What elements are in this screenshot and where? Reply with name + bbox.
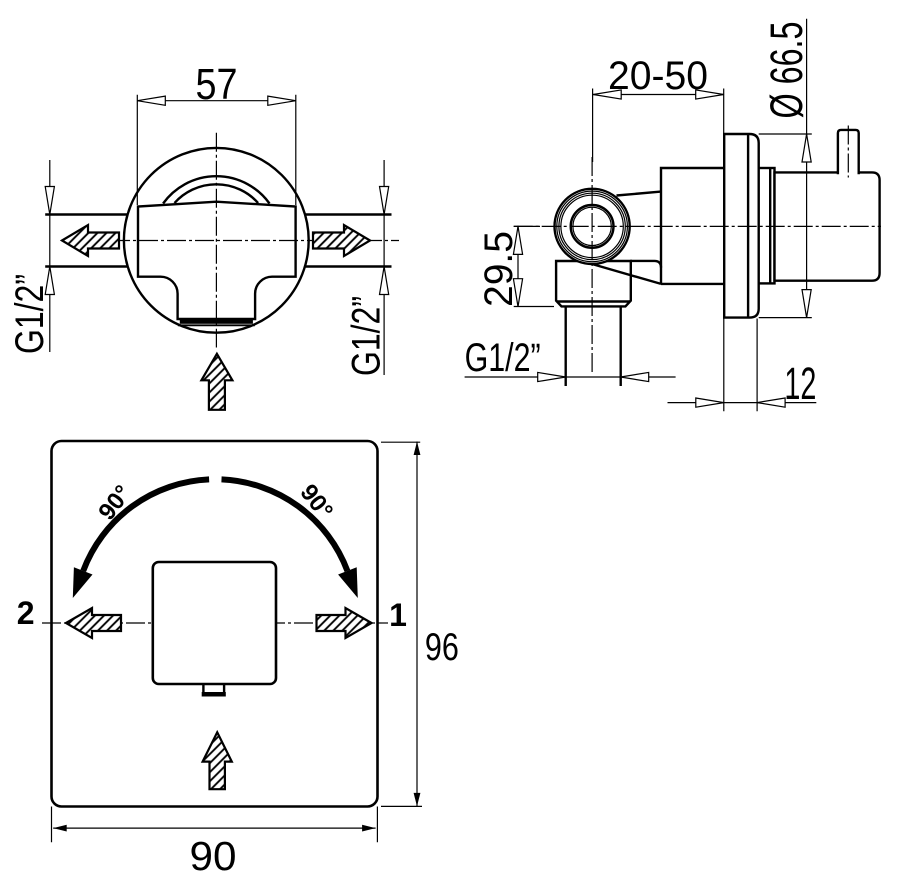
svg-text:57: 57 [196,60,238,109]
svg-text:96: 96 [425,626,459,669]
svg-text:90: 90 [190,833,237,879]
svg-text:Ø 66.5: Ø 66.5 [761,22,812,119]
svg-text:G1/2”: G1/2” [8,274,52,354]
svg-text:12: 12 [784,358,816,409]
svg-text:29.5: 29.5 [477,231,521,307]
svg-text:1: 1 [389,597,407,633]
svg-text:20-50: 20-50 [608,54,708,98]
svg-text:G1/2”: G1/2” [465,336,541,380]
svg-text:2: 2 [17,595,35,631]
svg-text:G1/2”: G1/2” [345,296,389,376]
